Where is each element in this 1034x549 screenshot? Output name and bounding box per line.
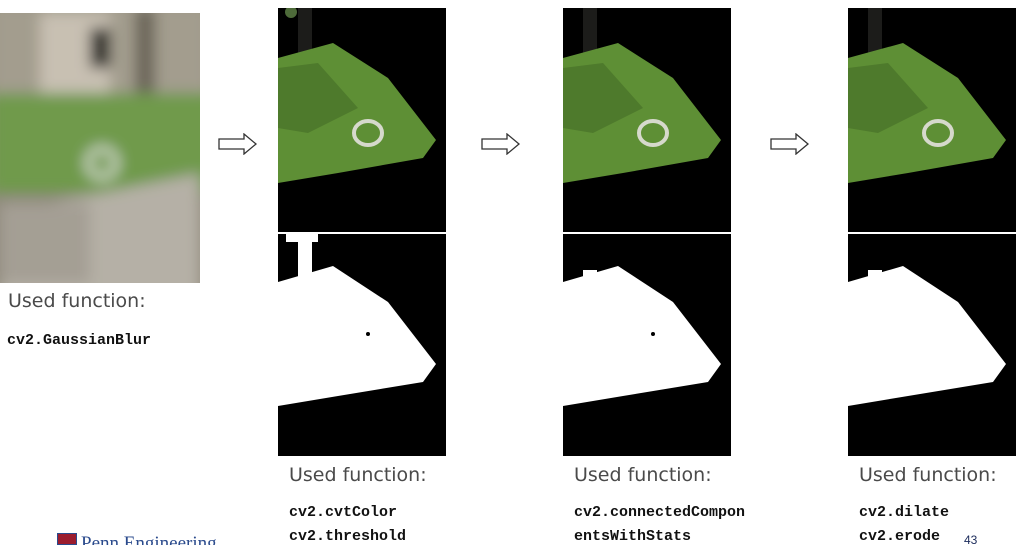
page-number: 43 (964, 533, 978, 547)
right-arrow-outline-icon (218, 133, 258, 155)
step2-function-2: cv2.threshold (289, 528, 407, 545)
blurred-image (0, 13, 200, 283)
step4-used-label: Used function: (859, 464, 997, 486)
step2-function-1: cv2.cvtColor (289, 504, 398, 521)
step3-function-1: cv2.connectedCompon (574, 504, 746, 521)
step3-function-2: entsWithStats (574, 528, 692, 545)
step2-used-label: Used function: (289, 464, 427, 486)
step1-used-label: Used function: (8, 290, 146, 312)
step4-masked-image (848, 8, 1016, 232)
step2-threshold-mask (278, 234, 446, 456)
step3-components-mask (563, 234, 731, 456)
step1-function-1: cv2.GaussianBlur (7, 332, 152, 349)
penn-shield-icon (57, 533, 77, 545)
step3-used-label: Used function: (574, 464, 712, 486)
logo-text: Penn Engineering (81, 533, 217, 545)
right-arrow-outline-icon (481, 133, 521, 155)
step4-function-1: cv2.dilate (859, 504, 950, 521)
step3-masked-image (563, 8, 731, 232)
step4-function-2: cv2.erode (859, 528, 941, 545)
right-arrow-outline-icon (770, 133, 810, 155)
step2-masked-image (278, 8, 446, 232)
penn-engineering-logo: Penn Engineering (57, 531, 257, 545)
step4-morphology-mask (848, 234, 1016, 456)
